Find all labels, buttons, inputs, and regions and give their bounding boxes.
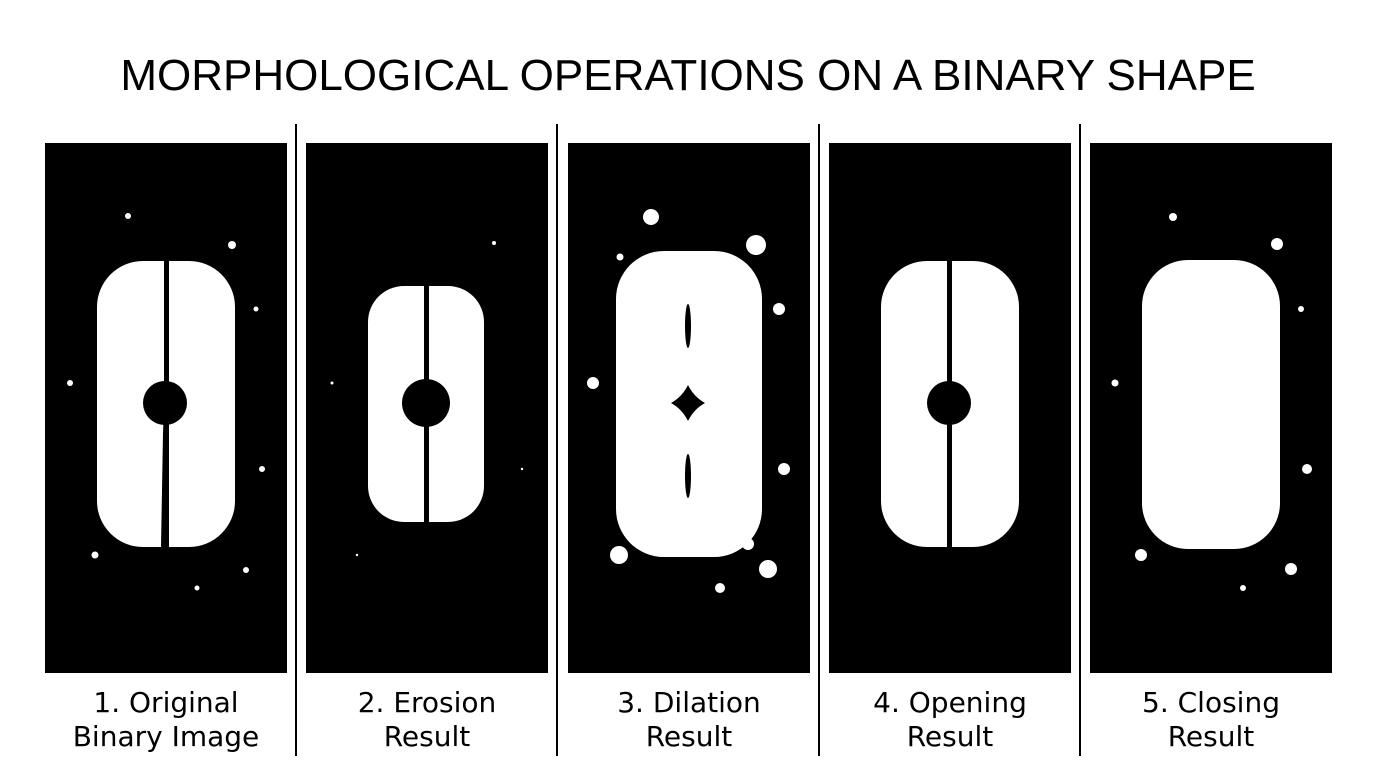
center-hole xyxy=(143,381,187,425)
panel-opening xyxy=(829,143,1071,673)
caption-original: 1. Original Binary Image xyxy=(72,686,260,753)
caption-closing: 5. Closing Result xyxy=(1142,686,1280,753)
original-binary-image xyxy=(67,213,265,591)
opening-result-image xyxy=(881,261,1019,547)
main-shape xyxy=(1142,260,1280,549)
center-hole xyxy=(671,385,705,421)
divider xyxy=(818,124,820,756)
crack-segment-top xyxy=(685,304,691,348)
panel-dilation xyxy=(568,143,810,673)
noise-specks xyxy=(67,213,265,591)
panel-original xyxy=(45,143,287,673)
noise-blobs xyxy=(587,209,790,593)
noise-specks xyxy=(330,241,524,557)
closing-result-image xyxy=(1111,213,1312,591)
center-hole xyxy=(402,379,450,427)
crack-segment-bottom xyxy=(685,454,691,498)
panel-closing xyxy=(1090,143,1332,673)
divider xyxy=(295,124,297,756)
dilation-result-image xyxy=(587,209,790,593)
page-title: MORPHOLOGICAL OPERATIONS ON A BINARY SHA… xyxy=(120,51,1256,100)
caption-erosion: 2. Erosion Result xyxy=(357,686,497,753)
divider xyxy=(556,124,558,756)
panel-erosion xyxy=(306,143,548,673)
erosion-result-image xyxy=(330,241,524,557)
divider xyxy=(1079,124,1081,756)
noise-specks xyxy=(1111,213,1312,591)
caption-opening: 4. Opening Result xyxy=(873,686,1027,753)
caption-dilation: 3. Dilation Result xyxy=(617,686,761,753)
center-hole xyxy=(927,381,971,425)
